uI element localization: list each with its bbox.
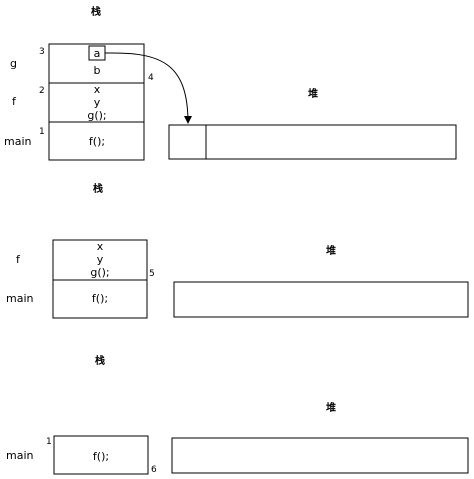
variable-x: x — [97, 240, 104, 253]
stack-frame-main — [53, 435, 149, 475]
variable-y: y — [97, 253, 104, 266]
frame-number-g: 3 — [39, 47, 45, 57]
heap-title: 堆 — [326, 244, 336, 257]
heap-title: 堆 — [326, 401, 336, 414]
call-g: g(); — [87, 109, 106, 122]
frame-label-main: main — [4, 135, 32, 148]
stack-frame-f — [48, 82, 145, 123]
call-f: f(); — [92, 292, 108, 305]
heap-block — [168, 124, 457, 160]
heap — [168, 124, 457, 160]
frame-label-f: f — [16, 253, 21, 266]
frame-label-main: main — [6, 292, 34, 305]
panel-3: 栈 堆 main 1 f(); 6 — [6, 354, 469, 475]
frame-label-f: f — [12, 95, 17, 108]
frame-number-main: 1 — [39, 127, 45, 137]
frame-label-main: main — [6, 449, 34, 462]
corner-number: 4 — [148, 73, 154, 83]
stack-title: 栈 — [95, 354, 105, 367]
stack-frame-main — [48, 121, 145, 161]
corner-number: 6 — [151, 465, 157, 475]
call-f: f(); — [93, 450, 109, 463]
stack-frame-main — [52, 279, 148, 319]
reference-arrow — [104, 52, 192, 124]
frame-number-f: 2 — [39, 86, 45, 96]
corner-number: 5 — [149, 269, 155, 279]
stack-frame-f — [52, 239, 148, 281]
heap-title: 堆 — [308, 87, 318, 100]
stack-title: 栈 — [91, 5, 101, 18]
panel-1: 栈 堆 g 3 a b 4 f 2 x y g(); main 1 f(); — [4, 5, 457, 161]
call-f: f(); — [89, 135, 105, 148]
panel-2: 栈 堆 f x y g(); 5 main f(); — [6, 182, 469, 319]
frame-number-main: 1 — [46, 437, 52, 447]
stack — [52, 239, 148, 319]
variable-y: y — [94, 96, 101, 109]
variable-b: b — [94, 64, 101, 77]
heap-block — [171, 437, 469, 474]
frame-label-g: g — [10, 57, 17, 70]
stack-title: 栈 — [93, 182, 103, 195]
variable-x: x — [94, 83, 101, 96]
call-g: g(); — [90, 266, 109, 279]
heap-block — [173, 281, 469, 318]
variable-a: a — [94, 47, 101, 60]
